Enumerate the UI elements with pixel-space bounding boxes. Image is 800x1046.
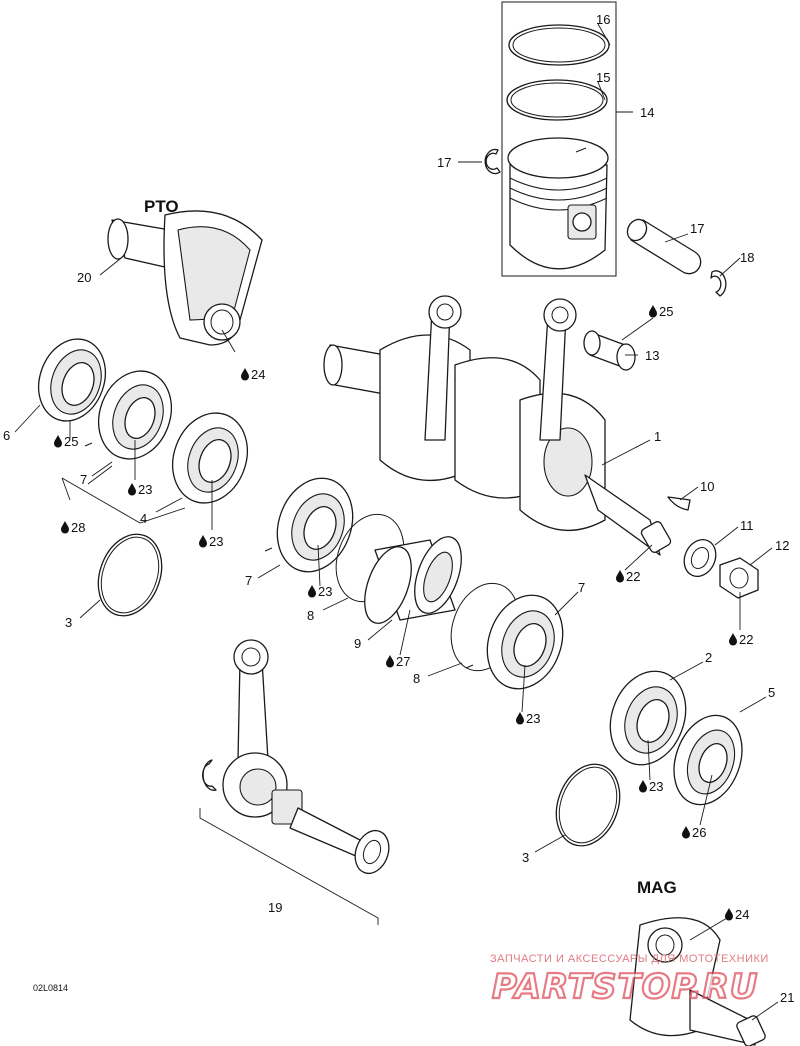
lube-22-nut: 22: [729, 632, 753, 647]
svg-text:26: 26: [692, 825, 706, 840]
lube-24-mag: 24: [725, 907, 749, 922]
piston-kit-frame: [501, 1, 617, 277]
callout-19: 19: [268, 900, 282, 915]
svg-text:23: 23: [649, 779, 663, 794]
callout-8-left: 8: [307, 608, 314, 623]
o-ring-pto: [97, 533, 163, 617]
lube-23-e: 23: [639, 779, 663, 794]
svg-text:22: 22: [739, 632, 753, 647]
svg-text:23: 23: [209, 534, 223, 549]
callout-14: 14: [640, 105, 654, 120]
pto-heading: PTO: [144, 197, 179, 216]
callout-17-clip: 17: [437, 155, 451, 170]
svg-text:28: 28: [71, 520, 85, 535]
lube-26: 26: [682, 825, 706, 840]
piston-pin-clip: [484, 148, 501, 175]
lubricant-labels: 25 24 25 23 28 23 23 22 22 27 23 23 26 2…: [54, 304, 753, 922]
ball-bearing-mag: [609, 670, 687, 766]
ball-bearing-pto-inner: [172, 412, 248, 504]
piston-ring-upper: [508, 24, 610, 66]
needle-bearing-small-end: [583, 330, 636, 371]
crank-half-mag: [629, 917, 766, 1046]
callout-18: 18: [740, 250, 754, 265]
rod-kit-bracket: [199, 808, 379, 925]
callout-15: 15: [596, 70, 610, 85]
svg-text:23: 23: [138, 482, 152, 497]
connecting-rod-kit: [202, 639, 390, 875]
callout-7-right: 7: [578, 580, 585, 595]
callout-13: 13: [645, 348, 659, 363]
svg-text:22: 22: [626, 569, 640, 584]
svg-text:25: 25: [64, 434, 78, 449]
lube-22-shaft: 22: [616, 569, 640, 584]
callout-5: 5: [768, 685, 775, 700]
piston: [507, 137, 609, 270]
piston-ring-lower: [506, 79, 608, 121]
piston-group: [484, 1, 617, 277]
callout-7-center: 7: [245, 573, 252, 588]
watermark: ЗАПЧАСТИ И АКСЕССУАРЫ ДЛЯ МОТОТЕХНИКИ PA…: [490, 953, 769, 1008]
piston-pin-circlip: [710, 270, 727, 297]
lube-25-left: 25: [54, 434, 78, 449]
crankshaft-assembly: [323, 295, 672, 556]
callout-4: 4: [140, 511, 147, 526]
oil-seal-mag: [673, 714, 743, 806]
callout-20: 20: [77, 270, 91, 285]
lock-washer: [683, 539, 717, 577]
lube-24-pto: 24: [241, 367, 265, 382]
callout-7-left: 7: [80, 472, 87, 487]
svg-text:27: 27: [396, 654, 410, 669]
callout-9: 9: [354, 636, 361, 651]
svg-text:23: 23: [318, 584, 332, 599]
lube-25-top: 25: [649, 304, 673, 319]
callout-3-left: 3: [65, 615, 72, 630]
callout-12: 12: [775, 538, 789, 553]
lube-23-a: 23: [128, 482, 152, 497]
mag-heading: MAG: [637, 878, 677, 897]
watermark-brand-logo: PARTSTOP.RU: [492, 967, 758, 1007]
svg-text:24: 24: [251, 367, 265, 382]
woodruff-key: [667, 496, 691, 511]
drawing-reference-code: 02L0814: [33, 983, 68, 993]
callout-16: 16: [596, 12, 610, 27]
labyrinth-sleeve: [364, 536, 462, 624]
crank-half-pto: [107, 210, 263, 346]
piston-pin: [626, 218, 702, 275]
lube-28: 28: [61, 520, 85, 535]
o-ring-mag: [555, 763, 621, 847]
svg-text:23: 23: [526, 711, 540, 726]
callout-6: 6: [3, 428, 10, 443]
lube-27: 27: [386, 654, 410, 669]
callout-3-right: 3: [522, 850, 529, 865]
svg-text:24: 24: [735, 907, 749, 922]
callout-1: 1: [654, 429, 661, 444]
crankshaft-nut: [719, 557, 759, 599]
callout-17-pin: 17: [690, 221, 704, 236]
ball-bearing-center-left: [276, 477, 354, 573]
callout-21: 21: [780, 990, 794, 1005]
lube-23-d: 23: [516, 711, 540, 726]
ball-bearing-center-right: [486, 594, 564, 690]
watermark-tagline: ЗАПЧАСТИ И АКСЕССУАРЫ ДЛЯ МОТОТЕХНИКИ: [490, 953, 769, 965]
callout-11: 11: [740, 518, 754, 533]
svg-text:25: 25: [659, 304, 673, 319]
lube-23-c: 23: [308, 584, 332, 599]
callout-numbers: 16 15 14 17 17 18 20 13 1 10 11 12 6 7 4…: [3, 12, 794, 1005]
lube-23-b: 23: [199, 534, 223, 549]
callout-2: 2: [705, 650, 712, 665]
callout-10: 10: [700, 479, 714, 494]
leader-lines: [14, 23, 779, 1021]
oil-seal-pto: [38, 338, 106, 422]
ball-bearing-pto-outer: [98, 370, 172, 460]
callout-8-right: 8: [413, 671, 420, 686]
